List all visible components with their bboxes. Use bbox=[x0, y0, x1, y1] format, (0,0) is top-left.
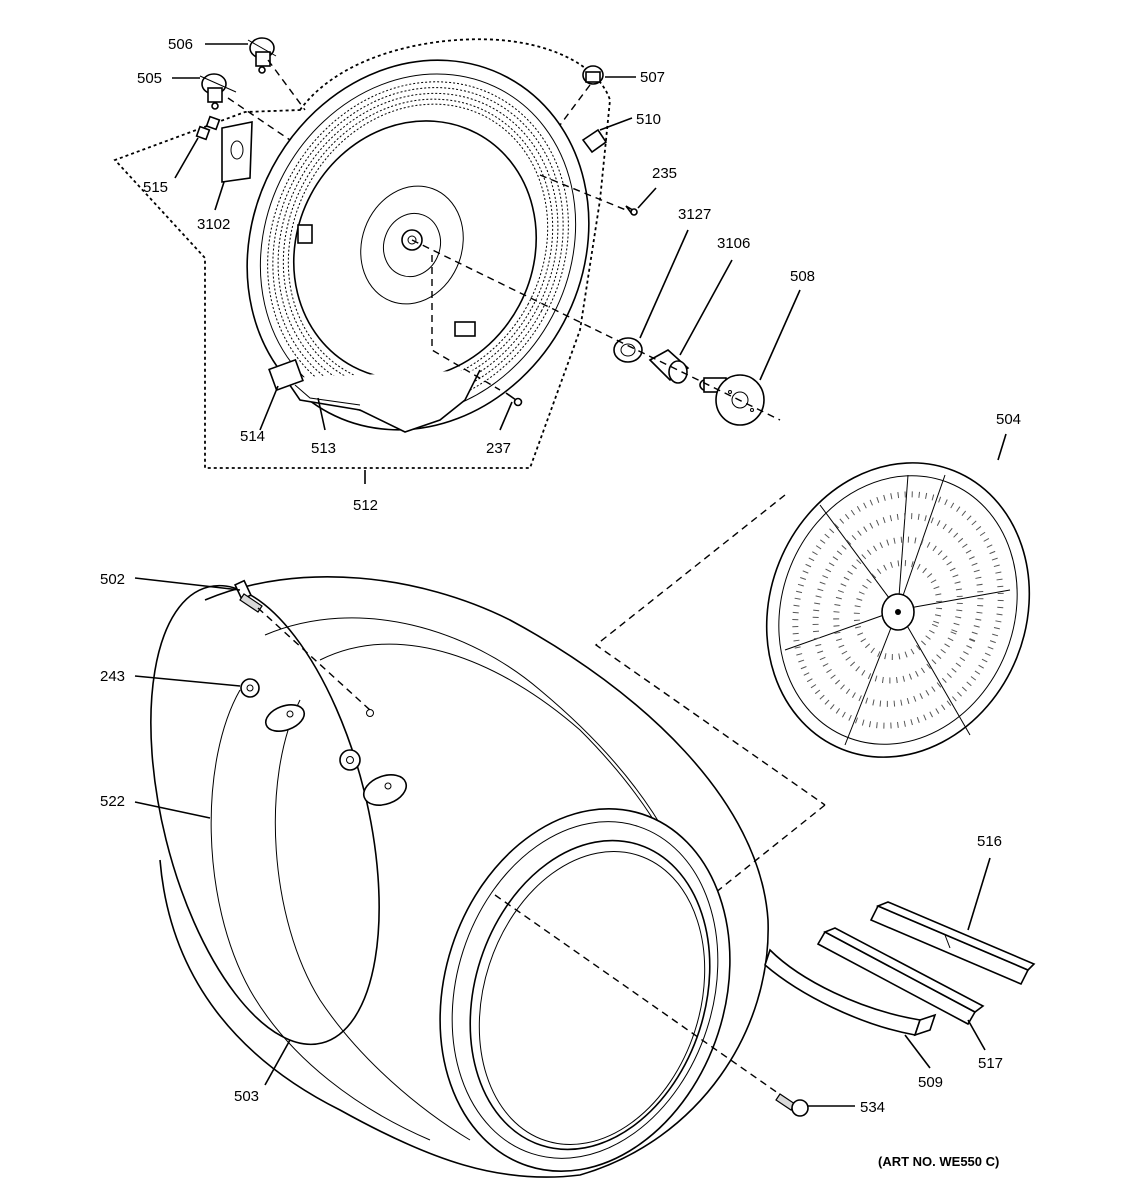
label-237: 237 bbox=[486, 440, 511, 457]
thermostat-505 bbox=[199, 73, 237, 110]
callout-labels: 506 505 507 510 235 515 3102 3127 3106 5… bbox=[100, 36, 1021, 1169]
baffle-509 bbox=[764, 948, 937, 1037]
label-534: 534 bbox=[860, 1099, 885, 1116]
dash-drum-baffle-top bbox=[594, 494, 826, 806]
label-510: 510 bbox=[636, 111, 661, 128]
label-3102: 3102 bbox=[197, 216, 230, 233]
label-507: 507 bbox=[640, 69, 665, 86]
baffle-517 bbox=[816, 927, 985, 1026]
label-503: 503 bbox=[234, 1088, 259, 1105]
label-508: 508 bbox=[790, 268, 815, 285]
label-505: 505 bbox=[137, 70, 162, 87]
drum-back-504 bbox=[765, 462, 1031, 758]
label-509: 509 bbox=[918, 1074, 943, 1091]
drum-503 bbox=[150, 576, 769, 1178]
thermostat-506 bbox=[247, 37, 277, 74]
bearing-3127 bbox=[613, 337, 643, 363]
label-517: 517 bbox=[978, 1055, 1003, 1072]
leader-dash-502 bbox=[257, 607, 371, 711]
leader-dash-507 bbox=[559, 84, 591, 126]
label-506: 506 bbox=[168, 36, 193, 53]
leader-dash-237 bbox=[431, 255, 501, 391]
bulkhead-assembly bbox=[113, 38, 611, 469]
label-515: 515 bbox=[143, 179, 168, 196]
leader-dash-235 bbox=[539, 174, 627, 211]
leader-dash-505 bbox=[227, 97, 291, 141]
baffle-516 bbox=[869, 901, 1036, 986]
label-522: 522 bbox=[100, 793, 125, 810]
leader-dash-506 bbox=[267, 59, 306, 111]
label-243: 243 bbox=[100, 668, 125, 685]
label-235: 235 bbox=[652, 165, 677, 182]
screw-237 bbox=[505, 392, 523, 407]
shaft-508 bbox=[699, 374, 765, 426]
label-3106: 3106 bbox=[717, 235, 750, 252]
art-number: (ART NO. WE550 C) bbox=[878, 1154, 999, 1169]
leader-dash-534 bbox=[494, 894, 786, 1099]
cover-plate-3102 bbox=[221, 121, 253, 183]
label-502: 502 bbox=[100, 571, 125, 588]
shaft-axis-line bbox=[411, 239, 781, 421]
screw-534 bbox=[775, 1093, 809, 1117]
label-513: 513 bbox=[311, 440, 336, 457]
screw-235 bbox=[625, 205, 638, 216]
screw-502 bbox=[234, 579, 263, 613]
leader-lines bbox=[134, 43, 1007, 1107]
label-3127: 3127 bbox=[678, 206, 711, 223]
label-504: 504 bbox=[996, 411, 1021, 428]
clip-510 bbox=[581, 128, 608, 154]
bearing-sleeve-3106 bbox=[648, 349, 690, 384]
label-516: 516 bbox=[977, 833, 1002, 850]
label-514: 514 bbox=[240, 428, 265, 445]
label-512: 512 bbox=[353, 497, 378, 514]
fuse-507 bbox=[582, 65, 604, 85]
part-515 bbox=[195, 115, 221, 141]
